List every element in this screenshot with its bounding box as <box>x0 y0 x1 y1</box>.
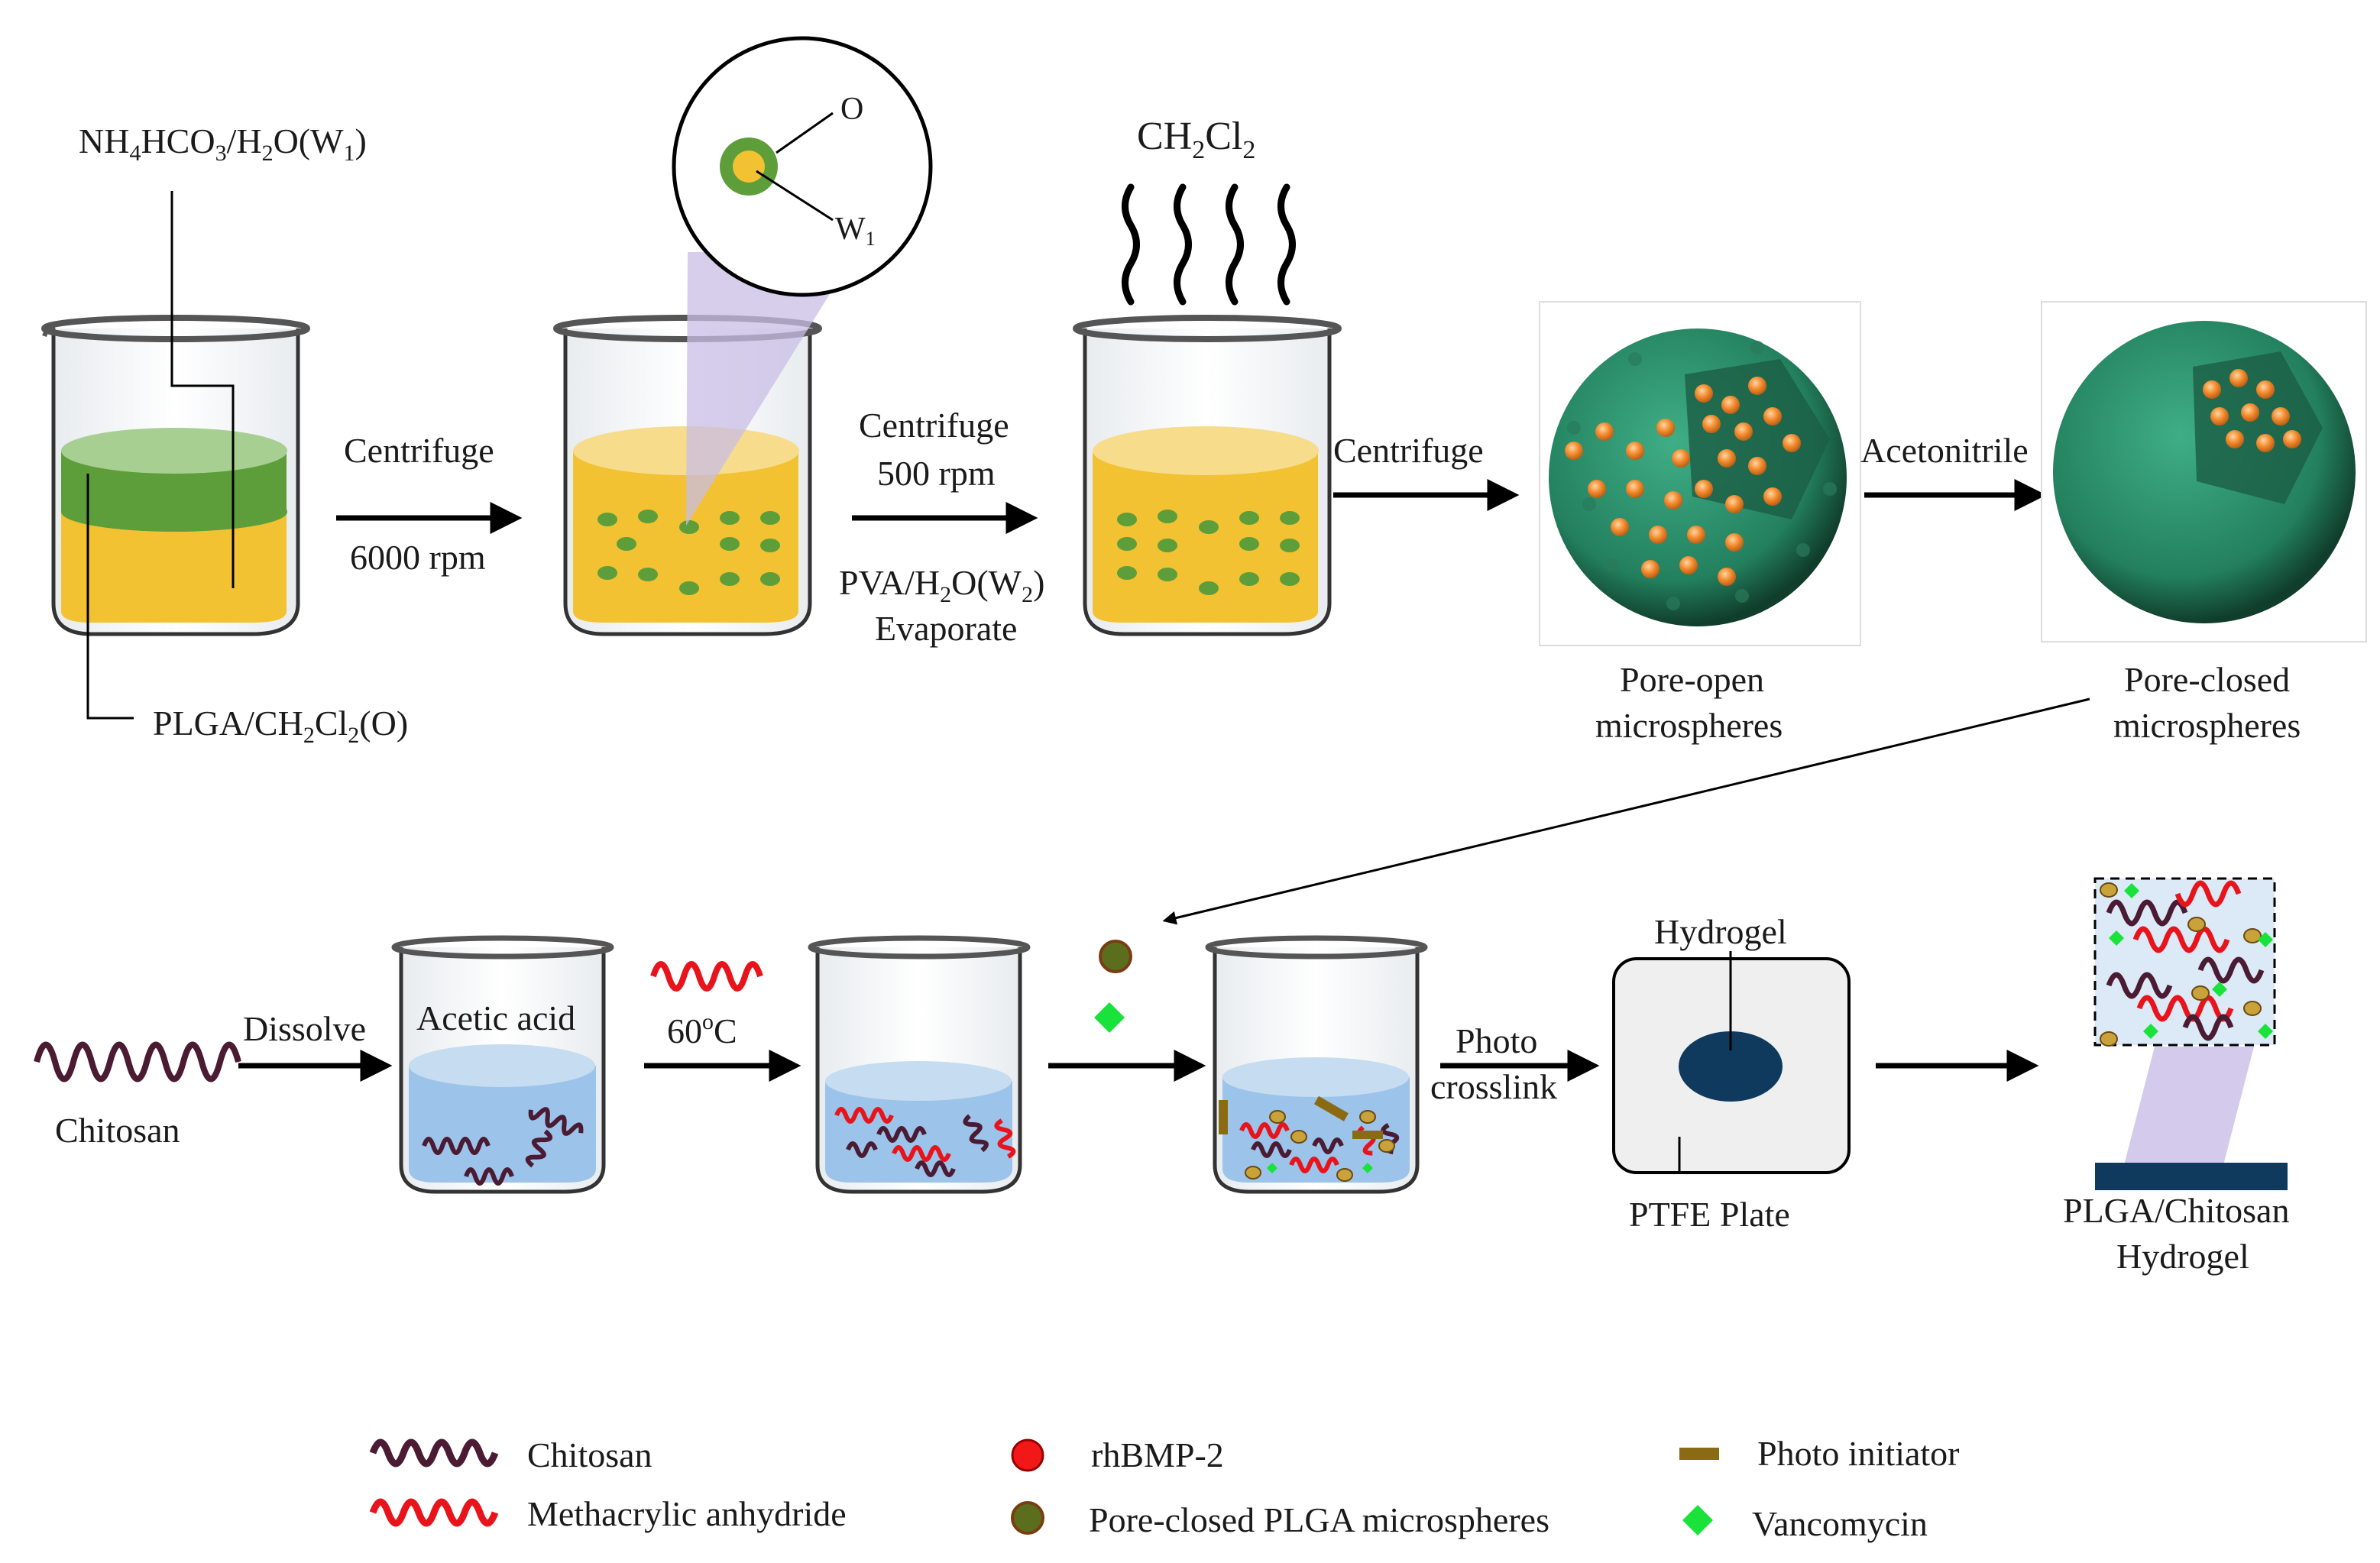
legend-methacrylic-icon <box>369 1498 499 1527</box>
legend-microsphere-icon <box>1011 1501 1044 1535</box>
step2-top-label-2: 500 rpm <box>877 454 996 493</box>
temp-label: 60oC <box>667 1009 737 1050</box>
ptfe-plate-label: PTFE Plate <box>1629 1195 1790 1234</box>
step1-bottom-label: 6000 rpm <box>350 538 486 577</box>
inset-o-label: O <box>840 92 863 127</box>
beaker-hydrogel-precursor <box>1205 935 1428 1194</box>
photo-label-1: Photo <box>1456 1021 1537 1060</box>
step3-label: Centrifuge <box>1333 431 1484 470</box>
network-chains <box>2106 880 2265 1041</box>
legend-chitosan-label: Chitosan <box>527 1435 652 1474</box>
pore-closed-microsphere <box>2041 301 2367 642</box>
vapor-label: CH2Cl2 <box>1137 115 1255 164</box>
beaker-acetic-acid <box>391 935 614 1194</box>
beaker-two-phase <box>41 315 310 636</box>
legend-photo-initiator-icon <box>1679 1448 1719 1460</box>
aqueous-phase-label: NH4HCO3/H2O(W1) <box>79 121 367 166</box>
vancomycin-reagent-icon <box>1094 1002 1125 1033</box>
hydrogel-label: Hydrogel <box>1654 912 1787 951</box>
legend-chitosan-icon <box>369 1438 499 1468</box>
pore-closed-label-1: Pore-closed <box>2124 660 2290 699</box>
final-label-2: Hydrogel <box>2116 1237 2249 1276</box>
zoom-cone <box>686 252 856 526</box>
methacrylic-reagent-icon <box>650 961 763 992</box>
legend-rhbmp2-icon <box>1011 1438 1044 1472</box>
oil-phase-label: PLGA/CH2Cl2(O) <box>153 704 408 748</box>
aqueous-leader-line <box>170 191 235 588</box>
hydrogel-disc <box>1679 1031 1783 1102</box>
final-zoom-cone <box>2124 1047 2254 1165</box>
legend-rhbmp2-label: rhBMP-2 <box>1091 1435 1224 1474</box>
oil-leader-line <box>86 474 134 720</box>
connector-arrow <box>1162 697 2090 925</box>
legend-photo-initiator-label: Photo initiator <box>1757 1434 1960 1473</box>
legend-vancomycin-label: Vancomycin <box>1752 1504 1928 1543</box>
legend-methacrylic-label: Methacrylic anhydride <box>527 1494 847 1533</box>
final-label-1: PLGA/Chitosan <box>2063 1191 2289 1230</box>
pore-closed-label-2: microspheres <box>2113 706 2301 745</box>
microsphere-reagent-icon <box>1099 940 1132 973</box>
vapor-icon <box>1122 183 1296 306</box>
chitosan-label: Chitosan <box>55 1111 180 1150</box>
pore-open-label-1: Pore-open <box>1620 660 1764 699</box>
acetic-acid-label: Acetic acid <box>416 998 575 1037</box>
pore-open-label-2: microspheres <box>1595 706 1783 745</box>
legend: Chitosan Methacrylic anhydride rhBMP-2 P… <box>369 1434 1960 1543</box>
beaker-methacrylated-chitosan <box>808 935 1031 1194</box>
step2-bottom-label-2: Evaporate <box>875 609 1017 648</box>
dissolve-label: Dissolve <box>243 1009 366 1048</box>
chitosan-chain-icon <box>34 1041 241 1082</box>
step1-top-label: Centrifuge <box>344 431 494 470</box>
step2-bottom-label-1: PVA/H2O(W2) <box>839 563 1044 607</box>
droplet-inset <box>672 36 933 297</box>
photo-label-2: crosslink <box>1430 1067 1557 1106</box>
step2-top-label-1: Centrifuge <box>859 406 1009 445</box>
beaker-evaporation <box>1073 315 1342 636</box>
final-hydrogel-slab <box>2095 1163 2288 1190</box>
legend-vancomycin-icon <box>1682 1505 1713 1535</box>
pore-open-microsphere <box>1539 301 1861 646</box>
step4-label: Acetonitrile <box>1860 431 2029 470</box>
legend-microsphere-label: Pore-closed PLGA microspheres <box>1089 1500 1549 1539</box>
